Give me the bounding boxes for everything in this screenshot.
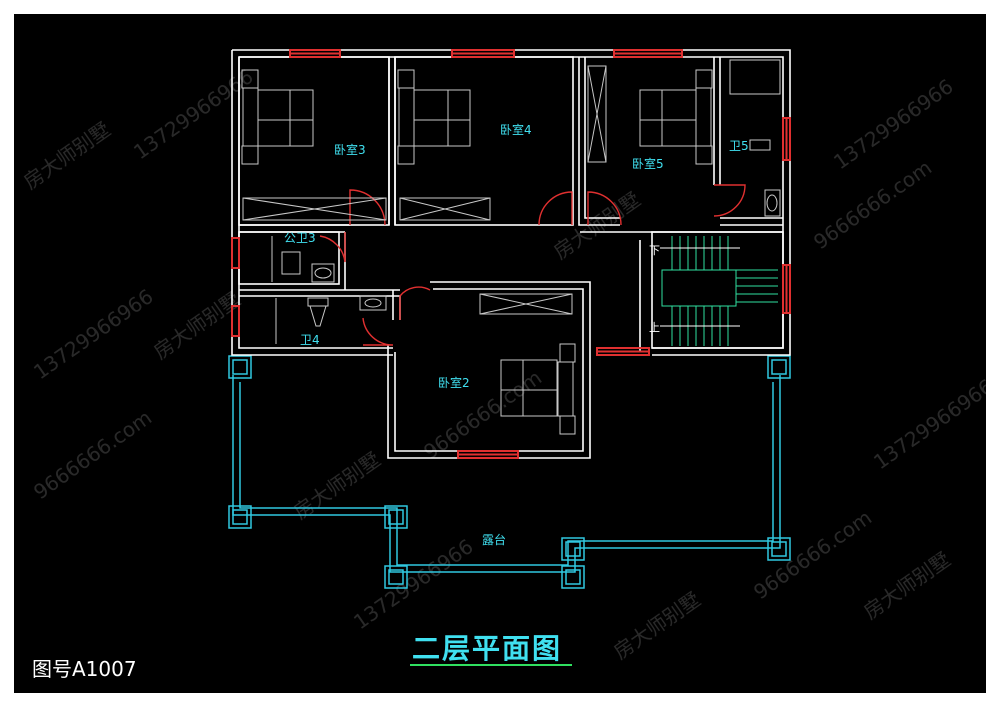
label-bedroom3: 卧室3 <box>334 142 366 157</box>
watermark-site: 9666666.com <box>809 155 936 254</box>
watermark-brand: 房大师别墅 <box>859 547 955 624</box>
doors <box>319 184 746 346</box>
watermark-brand: 房大师别墅 <box>289 447 385 524</box>
stair-up-label: 上 <box>649 321 660 334</box>
label-bath4: 卫4 <box>300 333 320 347</box>
watermark-brand: 房大师别墅 <box>609 587 705 664</box>
watermark-brand: 房大师别墅 <box>19 117 115 194</box>
watermark-phone: 13729966966 <box>869 374 997 474</box>
label-bedroom5: 卧室5 <box>632 156 664 171</box>
staircase <box>660 236 778 346</box>
stair-down-label: 下 <box>649 244 660 257</box>
room-labels: 卧室3 卧室4 卧室5 卫5 公卫3 卫4 卧室2 露台 下 上 <box>284 122 749 547</box>
label-bedroom4: 卧室4 <box>500 122 532 137</box>
watermark-phone: 13729966966 <box>829 74 957 174</box>
watermark-brand: 房大师别墅 <box>149 287 245 364</box>
drawing-title: 二层平面图 <box>412 632 562 665</box>
label-bath5: 卫5 <box>729 139 749 153</box>
windows <box>231 49 791 459</box>
watermark-site: 9666666.com <box>29 405 156 504</box>
watermark-phone: 13729966966 <box>349 534 477 634</box>
label-public-bath3: 公卫3 <box>284 231 316 245</box>
drawing-number: 图号A1007 <box>32 657 137 681</box>
drawing-canvas <box>14 14 986 693</box>
label-terrace: 露台 <box>482 532 506 547</box>
watermark-layer: 房大师别墅 房大师别墅 房大师别墅 房大师别墅 房大师别墅 房大师别墅 9666… <box>19 64 997 664</box>
watermark-phone: 13729966966 <box>29 284 157 384</box>
furniture <box>241 59 781 435</box>
terrace-outline <box>228 355 791 589</box>
label-bedroom2: 卧室2 <box>438 375 470 390</box>
